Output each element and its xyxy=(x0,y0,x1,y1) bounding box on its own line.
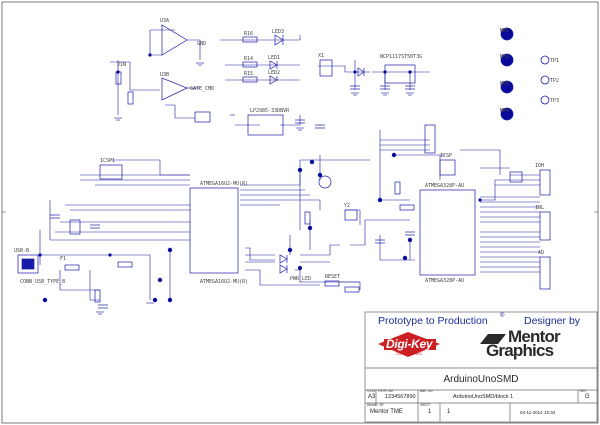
svg-text:TP2: TP2 xyxy=(550,78,559,84)
schematic-wires xyxy=(39,29,540,301)
svg-text:LP2985-33DBVR: LP2985-33DBVR xyxy=(250,108,290,114)
digikey-logo xyxy=(378,332,440,357)
svg-text:GND: GND xyxy=(197,41,206,47)
sheet-of-value: 1 xyxy=(447,409,451,415)
svg-text:NCP1117ST50T3G: NCP1117ST50T3G xyxy=(380,54,422,60)
svg-text:U3B: U3B xyxy=(160,72,169,78)
svg-text:PWR_LED: PWR_LED xyxy=(290,276,311,282)
dwg-value: ArduinoUnoSMD/block 1 xyxy=(453,394,514,400)
svg-text:Y2: Y2 xyxy=(344,203,350,209)
digikey-sub-text: CORPORATION xyxy=(396,352,422,356)
rev-value: G xyxy=(585,394,590,400)
svg-text:U3A: U3A xyxy=(160,18,169,24)
header-ad xyxy=(539,256,551,290)
svg-text:MH4: MH4 xyxy=(500,108,509,114)
svg-text:R14: R14 xyxy=(244,56,253,62)
header-iol xyxy=(539,211,551,241)
size-value: A3 xyxy=(368,394,376,400)
design-title: ArduinoUnoSMD xyxy=(443,374,519,385)
rev-label: REV xyxy=(580,389,587,393)
icsp-header xyxy=(439,159,456,176)
regulator-u5 xyxy=(384,64,416,84)
svg-text:ICSP1: ICSP1 xyxy=(100,158,115,164)
svg-text:X1: X1 xyxy=(318,53,324,59)
svg-text:GATE_CMD: GATE_CMD xyxy=(190,86,214,92)
fscm-value: 1234567890 xyxy=(385,394,416,400)
usb-connector xyxy=(17,254,39,274)
mounting-holes xyxy=(500,27,550,121)
svg-text:USB-B: USB-B xyxy=(14,248,29,254)
svg-text:MH1: MH1 xyxy=(500,28,509,34)
icsp1-header xyxy=(99,164,123,180)
opamp-upper xyxy=(161,24,188,56)
mentor-logo-line1: Mentor xyxy=(508,327,561,346)
tagline-right: Designer by xyxy=(524,315,581,327)
svg-text:MH3: MH3 xyxy=(500,81,509,87)
drawn-by-value: Mentor TME xyxy=(370,409,403,415)
svg-text:MH2: MH2 xyxy=(500,54,509,60)
mentor-logo-line2: Graphics xyxy=(486,341,554,360)
sheet-value: 1 xyxy=(428,409,432,415)
svg-text:VIN: VIN xyxy=(117,62,126,68)
regulator-u4 xyxy=(247,114,284,136)
svg-text:ATMEGA328P-AU: ATMEGA328P-AU xyxy=(425,278,464,284)
svg-text:IOL: IOL xyxy=(535,205,544,211)
registered-mark: ® xyxy=(500,313,505,319)
sheet-label: SHEET xyxy=(420,403,431,407)
svg-text:AD: AD xyxy=(538,250,544,256)
ic-u2 xyxy=(419,189,476,276)
junction-dots xyxy=(38,53,482,303)
header-ioh xyxy=(539,169,551,196)
dwg-label: DWG NO xyxy=(420,389,433,393)
svg-text:ATMEGA328P-AU: ATMEGA328P-AU xyxy=(425,183,464,189)
svg-text:LED3: LED3 xyxy=(272,29,284,35)
svg-text:TP3: TP3 xyxy=(550,98,559,104)
svg-text:R15: R15 xyxy=(244,71,253,77)
svg-text:RESET: RESET xyxy=(325,274,340,280)
svg-text:CONN_USB_TYPE_B: CONN_USB_TYPE_B xyxy=(20,279,65,285)
svg-text:ICSP: ICSP xyxy=(440,153,452,159)
fscm-label: FSCM NO xyxy=(378,389,393,393)
opamp-lower xyxy=(161,77,188,101)
svg-text:LED2: LED2 xyxy=(268,70,280,76)
digikey-logo-text: Digi-Key xyxy=(386,337,433,351)
crystal xyxy=(344,209,358,221)
header-top-right xyxy=(424,124,436,154)
mentor-logo-mark xyxy=(480,334,506,344)
power-jack xyxy=(319,59,333,77)
ic-u1 xyxy=(189,187,239,274)
schematic-parts xyxy=(17,24,551,309)
svg-text:F1: F1 xyxy=(60,256,66,262)
svg-text:IOH: IOH xyxy=(535,163,544,169)
svg-text:ATMEGA16U2-MU(R): ATMEGA16U2-MU(R) xyxy=(200,279,248,285)
tagline-left: Prototype to Production xyxy=(378,315,488,327)
ground-symbols xyxy=(96,62,414,315)
svg-text:TP1: TP1 xyxy=(550,58,559,64)
svg-text:ATMEGA16U2-MU(R): ATMEGA16U2-MU(R) xyxy=(200,181,248,187)
date-value: 04-11-2014 15:34 xyxy=(520,410,556,415)
drawn-by-label: DRAWN BY xyxy=(367,403,384,407)
size-label: SIZE xyxy=(367,389,376,393)
svg-text:R16: R16 xyxy=(244,31,253,37)
svg-text:LED1: LED1 xyxy=(268,55,280,61)
